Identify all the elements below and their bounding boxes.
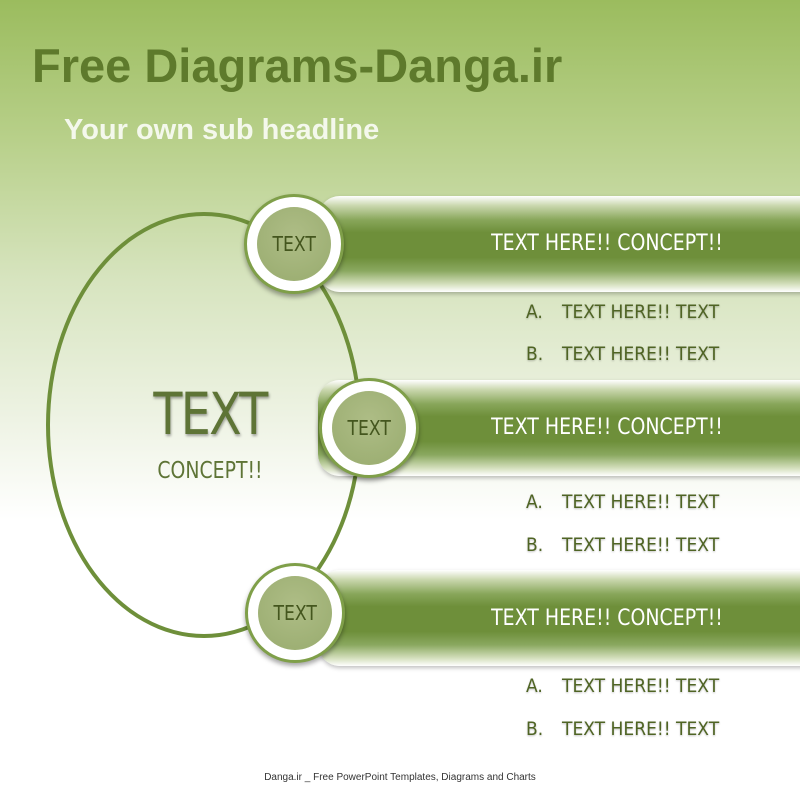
concept-bar-3 — [318, 570, 800, 666]
concept-2-subitem-b: B. TEXT HERE!! TEXT — [526, 534, 719, 556]
subitem-text: TEXT HERE!! TEXT — [562, 491, 720, 513]
subitem-text: TEXT HERE!! TEXT — [562, 534, 720, 556]
subitem-letter: A. — [526, 491, 543, 513]
concept-bar-3-label: TEXT HERE!! CONCEPT!! — [491, 606, 723, 631]
concept-bar-1 — [318, 196, 800, 292]
subitem-letter: A. — [526, 301, 543, 323]
subitem-letter: B. — [526, 718, 544, 740]
subitem-text: TEXT HERE!! TEXT — [562, 301, 720, 323]
concept-bar-2-label: TEXT HERE!! CONCEPT!! — [491, 415, 723, 440]
concept-circle-3-inner: TEXT — [258, 576, 332, 650]
concept-circle-1-inner: TEXT — [257, 207, 331, 281]
concept-circle-1-label: TEXT — [272, 232, 316, 256]
subitem-text: TEXT HERE!! TEXT — [562, 718, 720, 740]
footer-credit: Danga.ir _ Free PowerPoint Templates, Di… — [264, 772, 536, 783]
subitem-text: TEXT HERE!! TEXT — [562, 675, 720, 697]
subitem-text: TEXT HERE!! TEXT — [562, 343, 720, 365]
slide-title: Free Diagrams-Danga.ir — [32, 39, 563, 92]
concept-circle-2: TEXT — [319, 378, 419, 478]
concept-circle-3: TEXT — [245, 563, 345, 663]
concept-circle-1: TEXT — [244, 194, 344, 294]
main-concept-subtitle: CONCEPT!! — [157, 458, 263, 484]
concept-1-subitem-b: B. TEXT HERE!! TEXT — [526, 343, 719, 365]
concept-bar-1-label: TEXT HERE!! CONCEPT!! — [491, 231, 723, 256]
subitem-letter: B. — [526, 343, 544, 365]
concept-circle-3-label: TEXT — [273, 601, 317, 625]
concept-1-subitem-a: A. TEXT HERE!! TEXT — [526, 301, 719, 323]
concept-3-subitem-b: B. TEXT HERE!! TEXT — [526, 718, 719, 740]
subitem-letter: B. — [526, 534, 544, 556]
concept-circle-2-inner: TEXT — [332, 391, 406, 465]
concept-2-subitem-a: A. TEXT HERE!! TEXT — [526, 491, 719, 513]
main-concept-title: TEXT — [153, 380, 268, 448]
concept-3-subitem-a: A. TEXT HERE!! TEXT — [526, 675, 719, 697]
slide-subtitle: Your own sub headline — [64, 114, 380, 146]
subitem-letter: A. — [526, 675, 543, 697]
concept-circle-2-label: TEXT — [347, 416, 391, 440]
